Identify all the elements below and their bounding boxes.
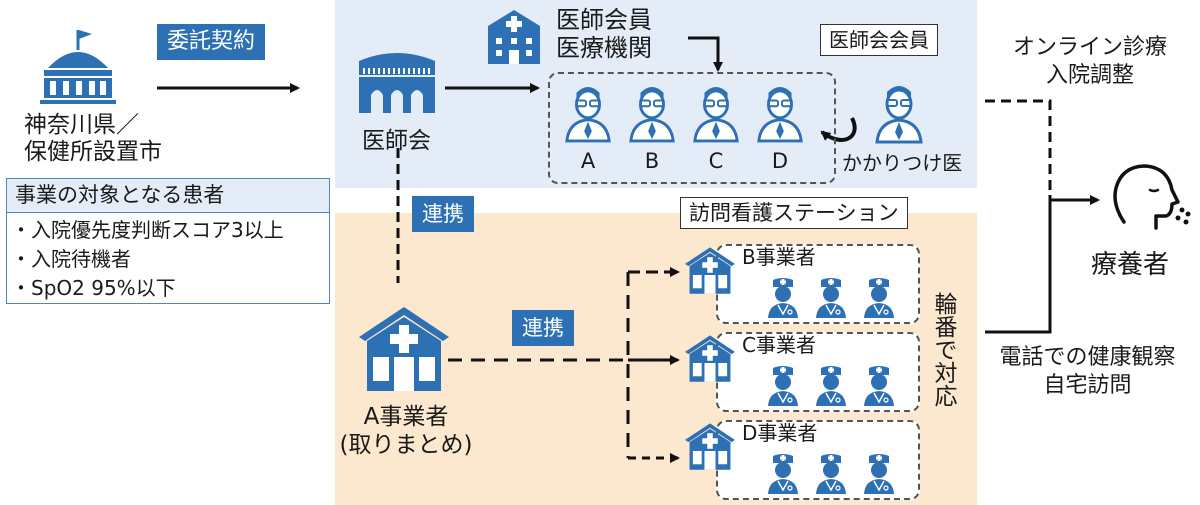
clinic-icon — [684, 422, 736, 474]
family-doctor-label: かかりつけ医 — [842, 151, 963, 175]
coughing-person-icon — [1112, 164, 1192, 240]
doctor-label: A — [580, 149, 596, 173]
member-badge: 医師会会員 — [820, 24, 938, 56]
doctor-icon — [755, 82, 805, 148]
online-care-line — [985, 99, 1052, 195]
phone-care-label: 電話での健康観察 自宅訪問 — [999, 345, 1176, 398]
coordinator-label: A事業者 (取りまとめ) — [339, 404, 473, 458]
family-doctor-referral-arrow — [820, 117, 857, 142]
nurse-icon — [814, 452, 848, 498]
provider-label: C事業者 — [742, 333, 816, 357]
nurse-icon — [862, 364, 896, 410]
institution-to-doctors-arrow — [688, 36, 723, 72]
member-institution-label: 医師会員 医療機関 — [556, 6, 652, 62]
patient-criterion: ・入院優先度判断スコア3以上 — [11, 218, 284, 242]
patient-criterion: ・SpO2 95%以下 — [11, 276, 176, 300]
patient-home-label: 療養者 — [1090, 250, 1169, 280]
doctor-icon — [563, 82, 613, 148]
doctor-icon — [627, 82, 677, 148]
family-doctor-icon — [873, 82, 925, 148]
government-building-icon — [36, 28, 120, 108]
hospital-icon — [486, 8, 542, 68]
patient-criterion: ・入院待機者 — [11, 247, 131, 271]
association-hall-icon — [355, 45, 439, 119]
contract-label: 委託契約 — [157, 24, 266, 60]
medical-association-label: 医師会 — [362, 128, 431, 154]
member-doctors-group — [548, 72, 836, 184]
target-patients-title: 事業の対象となる患者 — [7, 179, 329, 213]
cooperation-label-providers: 連携 — [512, 310, 574, 346]
doctor-icon — [691, 82, 741, 148]
provider-label: D事業者 — [742, 421, 818, 445]
nurse-icon — [766, 452, 800, 498]
provider-label: B事業者 — [742, 245, 816, 269]
nursing-station-title: 訪問看護ステーション — [680, 197, 908, 229]
cooperation-label-association: 連携 — [412, 196, 474, 232]
clinic-icon — [684, 334, 736, 386]
rotation-label: 輪番で対応 — [930, 292, 956, 407]
nurse-icon — [766, 364, 800, 410]
nurse-icon — [814, 364, 848, 410]
doctor-label: B — [644, 149, 660, 173]
nurse-icon — [862, 276, 896, 322]
nurse-icon — [814, 276, 848, 322]
nurse-icon — [862, 452, 896, 498]
nurse-icon — [766, 276, 800, 322]
doctor-label: D — [771, 149, 789, 173]
doctor-label: C — [708, 149, 724, 173]
prefecture-label: 神奈川県／ 保健所設置市 — [24, 112, 162, 165]
phone-care-line — [985, 195, 1052, 334]
target-patients-box: 事業の対象となる患者 ・入院優先度判断スコア3以上 ・入院待機者 ・SpO2 9… — [6, 178, 330, 304]
online-care-label: オンライン診療 入院調整 — [1012, 35, 1167, 88]
clinic-icon — [684, 246, 736, 298]
clinic-icon — [357, 305, 451, 395]
